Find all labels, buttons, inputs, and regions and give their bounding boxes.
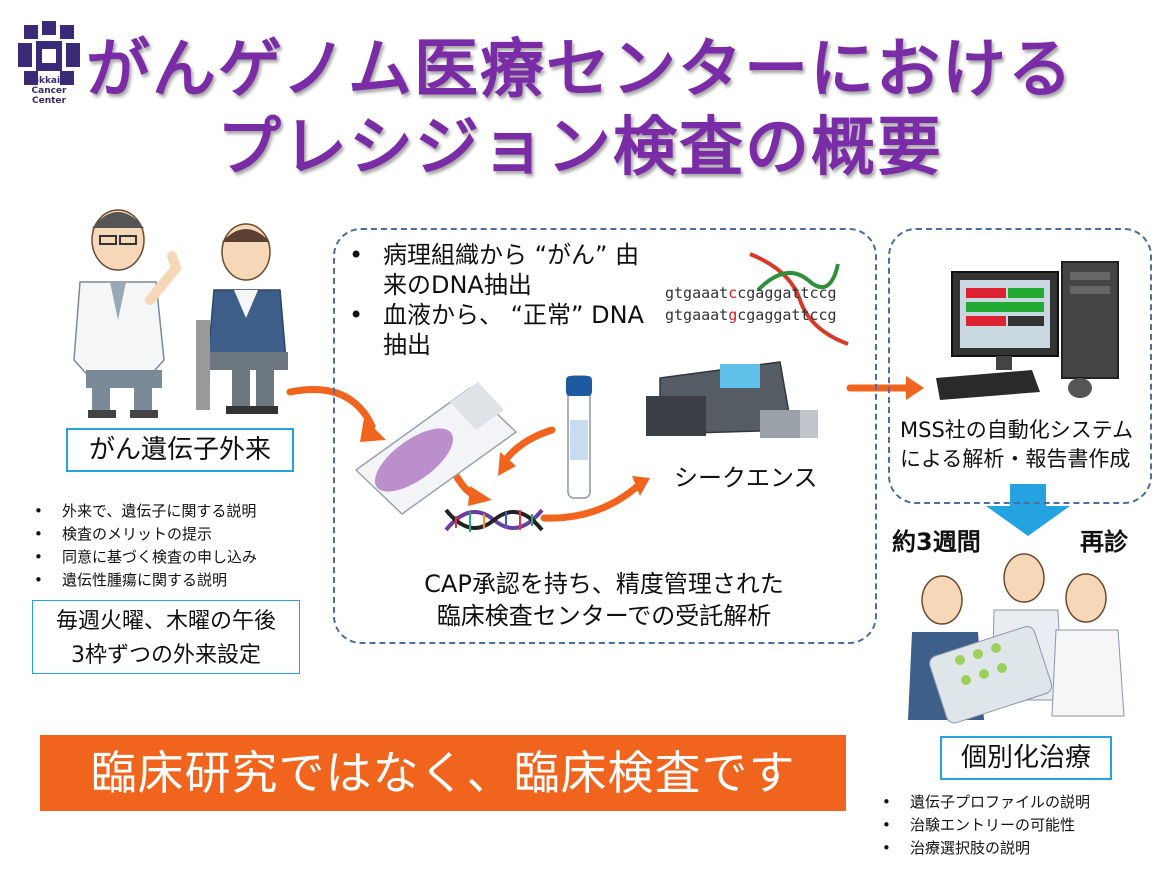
treatment-label: 個別化治療 bbox=[940, 736, 1112, 780]
doctor-illustration bbox=[73, 209, 182, 418]
sequence-part: gtgaaat bbox=[665, 284, 729, 302]
schedule-line-2: 3枠ずつの外来設定 bbox=[71, 643, 261, 668]
patient-illustration bbox=[196, 223, 288, 414]
list-item: 遺伝子プロファイルの説明 bbox=[876, 791, 1146, 814]
weeks-label: 約3週間 bbox=[892, 528, 981, 556]
down-arrow-icon bbox=[986, 484, 1070, 536]
page-title-line-1: がんゲノム医療センターにおける bbox=[85, 33, 1075, 107]
computer-illustration bbox=[936, 261, 1119, 400]
blood-tube-illustration bbox=[566, 375, 592, 499]
tissue-slide-illustration bbox=[354, 382, 518, 515]
logo-line-1: Hokkaido bbox=[25, 76, 73, 86]
tumor-sequence: gtgaaatccgaggattccg bbox=[665, 284, 837, 302]
lab-bullet-list: 病理組織から “がん” 由来のDNA抽出 血液から、 “正常” DNA抽出 bbox=[343, 240, 663, 360]
sequence-label: シークエンス bbox=[674, 464, 818, 492]
sequencer-machine-illustration bbox=[646, 361, 818, 438]
hospital-logo-icon bbox=[18, 21, 80, 85]
sequence-part: cgaggattccg bbox=[737, 284, 837, 302]
mss-analysis-box bbox=[888, 228, 1152, 504]
dna-icon bbox=[444, 508, 544, 532]
mutation-base: c bbox=[728, 284, 738, 302]
logo-line-3: Center bbox=[32, 96, 66, 106]
cap-line-1: CAP承認を持ち、精度管理された bbox=[424, 570, 784, 598]
sequence-part: gtgaaat bbox=[665, 306, 729, 324]
cap-lab-description: CAP承認を持ち、精度管理された 臨床検査センターでの受託解析 bbox=[334, 568, 874, 632]
logo-text: Hokkaido Cancer Center bbox=[14, 76, 84, 106]
schedule-box: 毎週火曜、木曜の午後 3枠ずつの外来設定 bbox=[32, 600, 300, 674]
normal-sequence: gtgaaatgcgaggattccg bbox=[665, 306, 837, 324]
schedule-line-1: 毎週火曜、木曜の午後 bbox=[55, 609, 276, 634]
logo-line-2: Cancer bbox=[31, 86, 67, 96]
page-title-line-2: プレシジョン検査の概要 bbox=[217, 111, 943, 185]
treatment-bullet-list: 遺伝子プロファイルの説明 治験エントリーの可能性 治療選択肢の説明 bbox=[876, 791, 1146, 860]
arrow-clinic-to-lab bbox=[286, 386, 376, 430]
list-item: 遺伝性腫瘍に関する説明 bbox=[28, 569, 328, 592]
mutation-base: g bbox=[728, 306, 738, 324]
dna-helix-icon bbox=[749, 252, 849, 346]
sequence-part: cgaggattccg bbox=[737, 306, 837, 324]
list-item: 検査のメリットの提示 bbox=[28, 523, 328, 546]
list-item: 病理組織から “がん” 由来のDNA抽出 bbox=[343, 240, 663, 300]
clinic-bullet-list: 外来で、遺伝子に関する説明 検査のメリットの提示 同意に基づく検査の申し込み 遺… bbox=[28, 500, 328, 592]
list-item: 血液から、 “正常” DNA抽出 bbox=[343, 300, 663, 360]
list-item: 治療選択肢の説明 bbox=[876, 837, 1146, 860]
list-item: 外来で、遺伝子に関する説明 bbox=[28, 500, 328, 523]
clinical-test-banner: 臨床研究ではなく、臨床検査です bbox=[40, 735, 846, 811]
cap-line-2: 臨床検査センターでの受託解析 bbox=[436, 602, 772, 630]
arrow-heads bbox=[360, 376, 924, 506]
list-item: 同意に基づく検査の申し込み bbox=[28, 546, 328, 569]
clinic-label: がん遺伝子外来 bbox=[66, 428, 294, 472]
revisit-label: 再診 bbox=[1080, 528, 1128, 556]
list-item: 治験エントリーの可能性 bbox=[876, 814, 1146, 837]
mss-description: MSS社の自動化システムによる解析・報告書作成 bbox=[900, 418, 1134, 471]
lab-process-box bbox=[333, 228, 877, 644]
treatment-group-illustration bbox=[908, 553, 1125, 724]
arrow-dna-to-sequencer bbox=[540, 480, 644, 522]
